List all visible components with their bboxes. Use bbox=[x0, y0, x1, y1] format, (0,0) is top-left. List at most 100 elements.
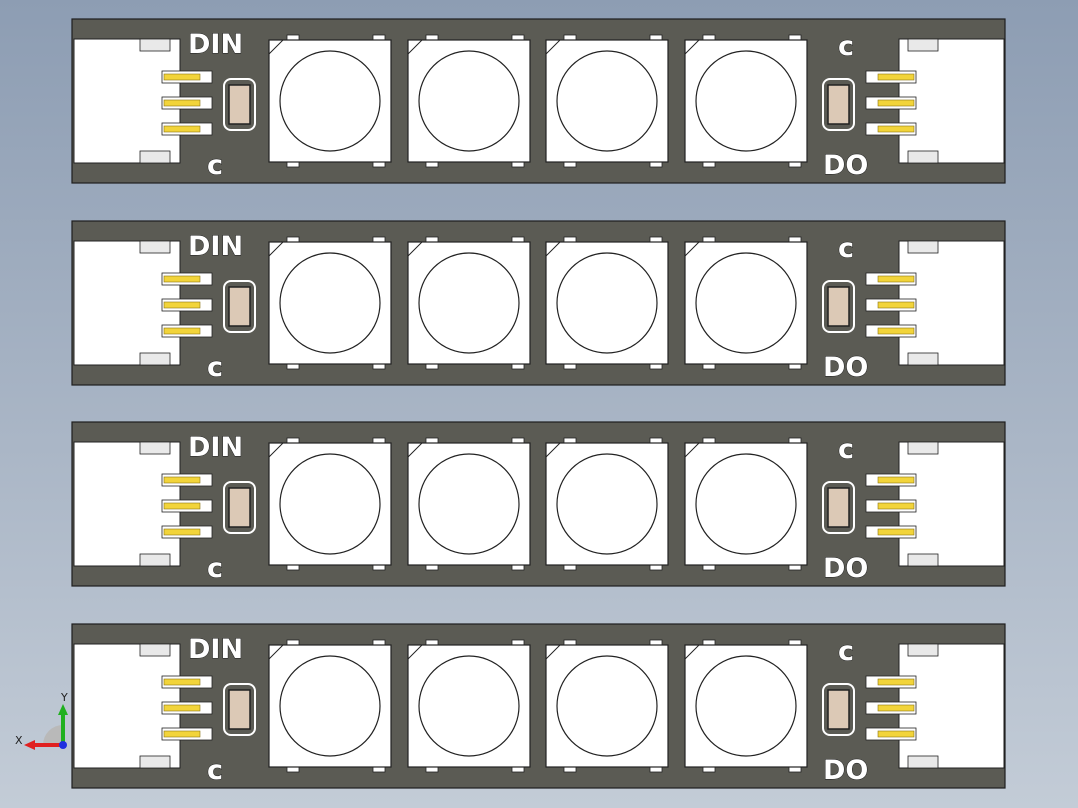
triad-plane bbox=[43, 725, 63, 745]
led-package[interactable] bbox=[545, 236, 669, 370]
led-pin1-mark bbox=[545, 442, 561, 458]
resistor-outline bbox=[822, 78, 855, 131]
led-package[interactable] bbox=[268, 236, 392, 370]
led-pin1-mark bbox=[407, 644, 423, 660]
connector-latch bbox=[139, 150, 171, 164]
led-pin1-mark bbox=[268, 241, 284, 257]
led-package[interactable] bbox=[684, 34, 808, 168]
pin bbox=[877, 528, 915, 536]
output-connector bbox=[898, 240, 1005, 366]
resistor-outline bbox=[223, 683, 256, 736]
output-connector bbox=[898, 643, 1005, 769]
pin bbox=[877, 99, 915, 107]
pin bbox=[163, 502, 201, 510]
led-package[interactable] bbox=[545, 639, 669, 773]
connector-latch bbox=[907, 441, 939, 455]
connector-latch bbox=[907, 553, 939, 567]
led-package[interactable] bbox=[545, 34, 669, 168]
connector-latch bbox=[907, 240, 939, 254]
resistor bbox=[228, 84, 251, 125]
led-package[interactable] bbox=[684, 236, 808, 370]
dout-label: DO bbox=[823, 553, 868, 584]
led-pin1-mark bbox=[684, 241, 700, 257]
pcb-mark: c bbox=[838, 233, 854, 264]
resistor-outline bbox=[822, 683, 855, 736]
output-connector bbox=[898, 38, 1005, 164]
resistor bbox=[228, 487, 251, 528]
pin bbox=[163, 73, 201, 81]
z-axis-dot bbox=[59, 741, 67, 749]
connector-latch bbox=[139, 38, 171, 52]
resistor bbox=[827, 286, 850, 327]
led-lens bbox=[279, 453, 381, 555]
resistor bbox=[228, 689, 251, 730]
led-package[interactable] bbox=[268, 437, 392, 571]
resistor bbox=[827, 487, 850, 528]
y-axis-label: Y bbox=[60, 691, 68, 704]
led-lens bbox=[695, 252, 797, 354]
pin bbox=[877, 73, 915, 81]
connector-latch bbox=[139, 240, 171, 254]
pin bbox=[877, 125, 915, 133]
led-lens bbox=[418, 453, 520, 555]
pin bbox=[163, 327, 201, 335]
resistor-outline bbox=[223, 280, 256, 333]
led-lens bbox=[695, 453, 797, 555]
dout-label: DO bbox=[823, 150, 868, 181]
led-package[interactable] bbox=[407, 437, 531, 571]
led-lens bbox=[418, 50, 520, 152]
led-package[interactable] bbox=[684, 437, 808, 571]
y-axis-arrow bbox=[58, 704, 68, 715]
x-axis-arrow bbox=[24, 740, 35, 750]
dout-label: DO bbox=[823, 755, 868, 786]
connector-latch bbox=[139, 553, 171, 567]
led-lens bbox=[279, 50, 381, 152]
resistor bbox=[228, 286, 251, 327]
led-package[interactable] bbox=[407, 236, 531, 370]
pin bbox=[877, 327, 915, 335]
connector-latch bbox=[907, 352, 939, 366]
connector-latch bbox=[139, 441, 171, 455]
led-pin1-mark bbox=[545, 241, 561, 257]
led-lens bbox=[556, 655, 658, 757]
led-pin1-mark bbox=[407, 241, 423, 257]
connector-latch bbox=[907, 38, 939, 52]
din-label: DIN bbox=[188, 634, 243, 665]
led-package[interactable] bbox=[545, 437, 669, 571]
din-label: DIN bbox=[188, 231, 243, 262]
connector-latch bbox=[907, 755, 939, 769]
led-pin1-mark bbox=[407, 39, 423, 55]
connector-latch bbox=[907, 643, 939, 657]
pin bbox=[163, 301, 201, 309]
resistor-outline bbox=[223, 78, 256, 131]
pin bbox=[163, 730, 201, 738]
led-pin1-mark bbox=[545, 644, 561, 660]
led-package[interactable] bbox=[407, 34, 531, 168]
pcb-mark: c bbox=[207, 553, 223, 584]
din-label: DIN bbox=[188, 432, 243, 463]
pin bbox=[877, 704, 915, 712]
led-package[interactable] bbox=[268, 34, 392, 168]
din-label: DIN bbox=[188, 29, 243, 60]
view-orientation-triad[interactable]: Y X bbox=[15, 691, 68, 750]
led-pin1-mark bbox=[268, 39, 284, 55]
led-pin1-mark bbox=[407, 442, 423, 458]
resistor-outline bbox=[822, 481, 855, 534]
led-package[interactable] bbox=[684, 639, 808, 773]
pin bbox=[163, 704, 201, 712]
resistor bbox=[827, 689, 850, 730]
pin bbox=[877, 275, 915, 283]
x-axis-label: X bbox=[15, 734, 23, 747]
pin bbox=[877, 301, 915, 309]
led-package[interactable] bbox=[268, 639, 392, 773]
led-lens bbox=[418, 252, 520, 354]
led-package[interactable] bbox=[407, 639, 531, 773]
pcb-mark: c bbox=[838, 636, 854, 667]
connector-latch bbox=[139, 643, 171, 657]
